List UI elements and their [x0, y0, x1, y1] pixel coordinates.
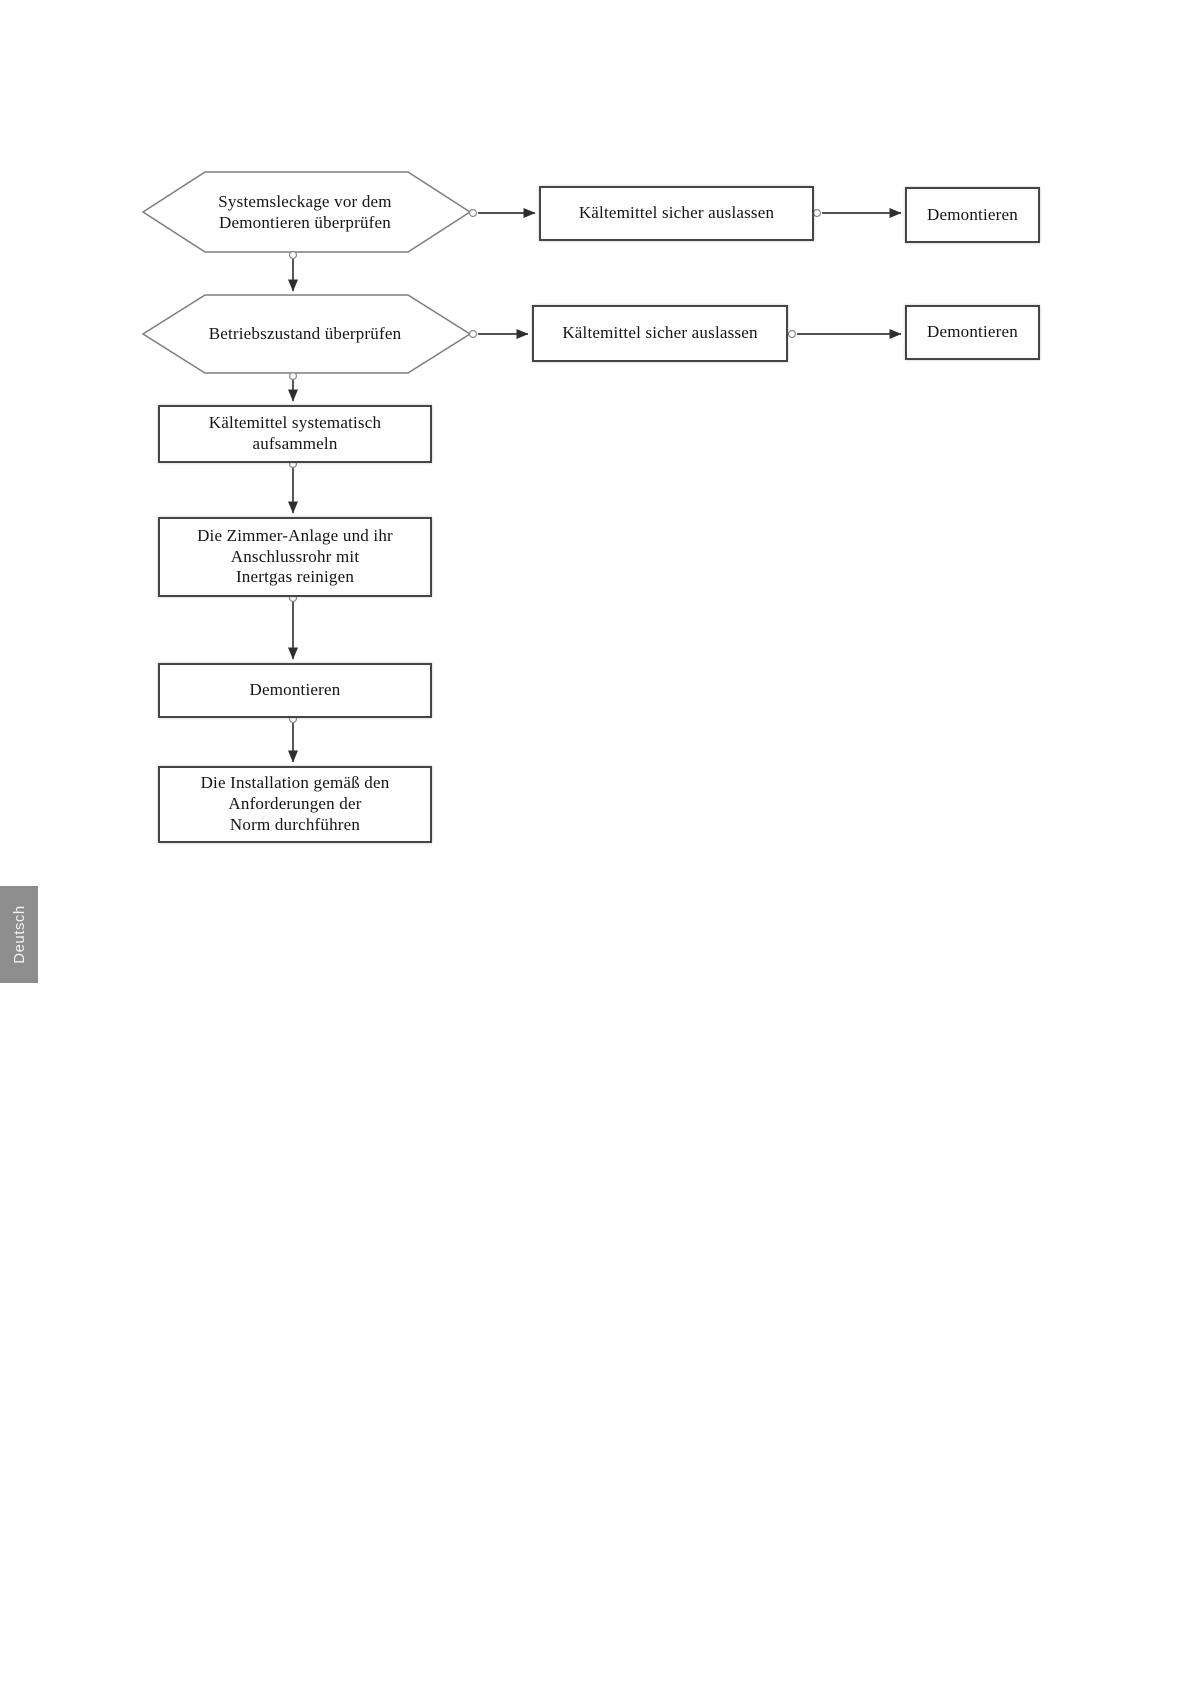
connector-dot	[288, 371, 298, 381]
flow-node-collect-refrigerant: Kältemittel systematisch aufsammeln	[158, 405, 432, 463]
flow-node-release-refrigerant-2: Kältemittel sicher auslassen	[532, 305, 788, 362]
flow-node-dismantle-2: Demontieren	[905, 305, 1040, 360]
flow-node-install-per-norm: Die Installation gemäß den Anforderungen…	[158, 766, 432, 843]
connector-dot	[288, 250, 298, 260]
connector-dot	[787, 329, 797, 339]
flow-node-check-leakage: Systemsleckage vor dem Demontieren überp…	[218, 191, 392, 232]
connector-dot	[812, 208, 822, 218]
connector-dot	[468, 329, 478, 339]
flow-node-release-refrigerant-1: Kältemittel sicher auslassen	[539, 186, 814, 241]
language-tab-label: Deutsch	[10, 905, 28, 964]
flow-node-dismantle-1: Demontieren	[905, 187, 1040, 243]
flow-node-check-operating-state: Betriebszustand überprüfen	[208, 324, 402, 344]
connector-dot	[468, 208, 478, 218]
language-tab-deutsch: Deutsch	[0, 886, 38, 983]
flow-node-dismantle-3: Demontieren	[158, 663, 432, 718]
flowchart-canvas	[141, 171, 902, 763]
flow-node-purge-inert-gas: Die Zimmer-Anlage und ihr Anschlussrohr …	[158, 517, 432, 597]
